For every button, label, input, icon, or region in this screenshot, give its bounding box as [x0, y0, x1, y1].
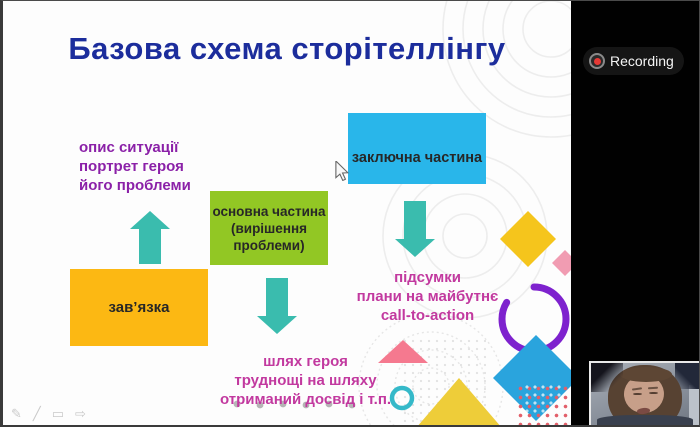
note-line: шлях героя	[263, 353, 348, 370]
stage-box-main-part: основна частина (вирішення проблеми)	[210, 191, 328, 265]
note-line: опис ситуації	[79, 139, 179, 156]
note-line: підсумки	[394, 269, 461, 286]
pen-icon[interactable]: ✎	[11, 406, 22, 421]
stage-box-setup: зав’язка	[70, 269, 208, 346]
stage-box-label: зав’язка	[108, 299, 170, 316]
gray-dots-decoration	[233, 400, 356, 409]
presentation-slide: Базова схема сторітеллінгу опис ситуації…	[3, 1, 571, 425]
slide-panel-icon[interactable]: ▭	[51, 406, 65, 421]
pink-diamond-decoration	[552, 250, 571, 276]
presenter-toolbar: ✎ ╱ ▭ ⇨	[11, 406, 86, 422]
down-arrow-middle	[257, 278, 297, 334]
hero-path-notes: шлях героя труднощі на шляху отриманий д…	[213, 352, 398, 409]
note-line: портрет героя	[79, 158, 184, 175]
marker-icon[interactable]: ╱	[32, 406, 41, 421]
note-line: отриманий досвід і т.п.	[219, 391, 392, 408]
down-arrow-right	[395, 201, 435, 257]
yellow-diamond-decoration	[500, 211, 556, 267]
setup-description-notes: опис ситуації портрет героя його проблем…	[79, 138, 191, 195]
webcam-video[interactable]	[589, 361, 699, 425]
recording-indicator: Recording	[583, 47, 684, 75]
next-slide-icon[interactable]: ⇨	[75, 406, 86, 421]
teal-ring-decoration	[389, 385, 415, 411]
pink-triangle-decoration	[378, 340, 428, 363]
note-line: плани на майбутнє	[356, 288, 499, 305]
note-line: його проблеми	[79, 177, 191, 194]
mouse-cursor	[335, 161, 349, 181]
summary-notes: підсумки плани на майбутнє call-to-actio…	[355, 268, 500, 325]
yellow-triangle-decoration	[418, 378, 500, 425]
slide-title: Базова схема сторітеллінгу	[68, 31, 506, 66]
recording-icon	[589, 53, 605, 69]
up-arrow	[130, 211, 170, 264]
white-polka-decoration	[523, 383, 563, 415]
stage-box-label: заключна частина	[351, 149, 483, 166]
note-line: call-to-action	[380, 307, 475, 324]
stage-box-label: основна частина (вирішення проблеми)	[212, 203, 326, 253]
note-line: труднощі на шляху	[234, 372, 377, 389]
recording-label: Recording	[610, 53, 674, 69]
stage-box-final-part: заключна частина	[348, 113, 486, 184]
